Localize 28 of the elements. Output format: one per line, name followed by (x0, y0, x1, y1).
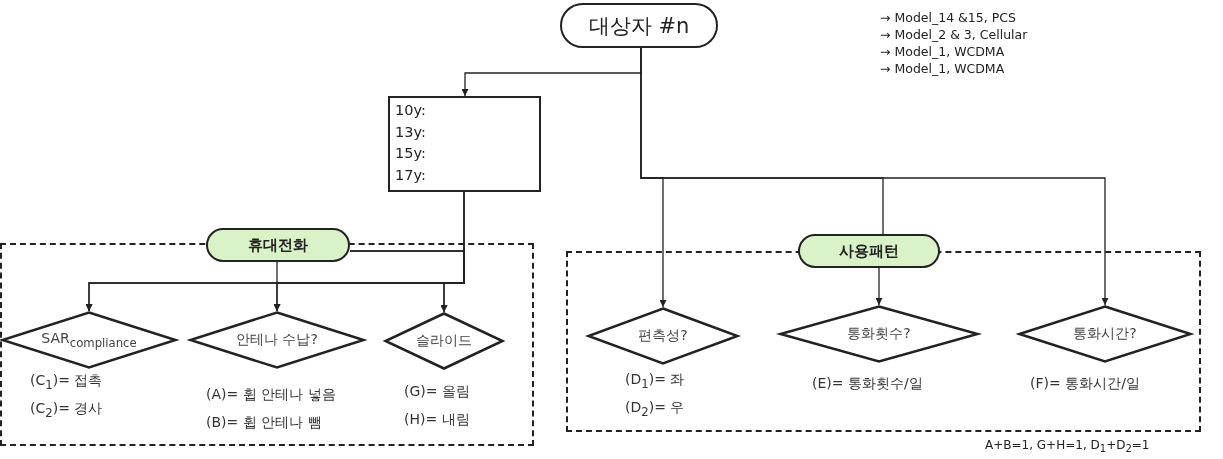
arrow (273, 261, 281, 312)
option-label: (C$_{2}$)= 경사 (30, 400, 103, 420)
start-terminal: 대상자 #n (560, 3, 718, 48)
decision-diamond: 슬라이드 (384, 312, 504, 370)
model-note: → Model_1, WCDMA (880, 61, 1005, 76)
arrow (640, 47, 1109, 306)
footnote: A+B=1, G+H=1, D$_{1}$+D$_{2}$=1 (985, 438, 1150, 455)
decision-diamond: 안테나 수납? (189, 311, 365, 369)
category-tag: 휴대전화 (206, 228, 350, 262)
option-label: (D$_{2}$)= 우 (625, 399, 685, 419)
model-note: → Model_14 &15, PCS (880, 10, 1016, 25)
option-label: (G)= 올림 (404, 383, 470, 401)
model-note: → Model_2 & 3, Cellular (880, 27, 1028, 42)
category-tag: 사용패턴 (798, 234, 940, 268)
arrow (875, 267, 883, 306)
option-label: (A)= 휩 안테나 넣음 (206, 386, 336, 404)
decision-diamond: 통화시간? (1018, 305, 1192, 363)
option-label: (F)= 통화시간/일 (1030, 375, 1140, 393)
option-label: (H)= 내림 (404, 411, 470, 429)
model-list-box: 10y: 13y: 15y: 17y: (388, 96, 541, 192)
decision-diamond: 편측성? (587, 307, 739, 365)
model-note: → Model_1, WCDMA (880, 44, 1005, 59)
option-label: (E)= 통화횟수/일 (812, 375, 923, 393)
arrow (349, 250, 465, 313)
option-label: (D$_{1}$)= 좌 (625, 371, 685, 391)
option-label: (B)= 휩 안테나 뺌 (206, 414, 322, 432)
decision-diamond: SAR$_{compliance}$ (1, 311, 177, 369)
option-label: (C$_{1}$)= 접촉 (30, 372, 103, 392)
